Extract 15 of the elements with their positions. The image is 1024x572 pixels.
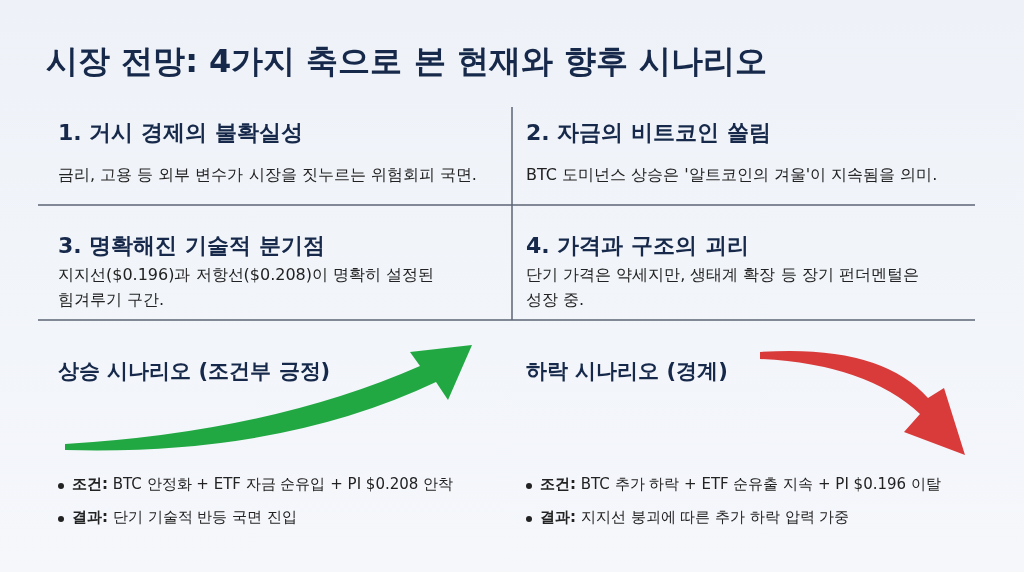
bullet-item: 결과: 단기 기술적 반등 국면 진입 xyxy=(72,508,297,527)
description-text: 지지선($0.196)과 저항선($0.208)이 명확히 설정된 힘겨루기 구간. xyxy=(58,264,436,311)
scenario-heading: 하락 시나리오 (경계) xyxy=(526,358,728,385)
section-heading: 3. 명확해진 기술적 분기점 xyxy=(58,232,325,260)
bullet-item: 결과: 지지선 붕괴에 따른 추가 하락 압력 가중 xyxy=(540,508,850,527)
title: 시장 전망: 4가지 축으로 본 현재와 향후 시나리오 xyxy=(46,41,768,82)
section-heading: 2. 자금의 비트코인 쏠림 xyxy=(526,119,771,147)
section-heading: 4. 가격과 구조의 괴리 xyxy=(526,232,749,260)
description-text: BTC 도미넌스 상승은 '알트코인의 겨울'이 지속됨을 의미. xyxy=(526,164,939,186)
section-heading: 1. 거시 경제의 불확실성 xyxy=(58,119,303,147)
bullet-item: 조건: BTC 추가 하락 + ETF 순유출 지속 + PI $0.196 이탈 xyxy=(540,475,941,494)
description-text: 단기 가격은 약세지만, 생태계 확장 등 장기 펀더멘털은 성장 중. xyxy=(526,264,920,311)
description-text: 금리, 고용 등 외부 변수가 시장을 짓누르는 위험회피 국면. xyxy=(58,164,478,186)
scenario-heading: 상승 시나리오 (조건부 긍정) xyxy=(58,358,331,385)
bullet-item: 조건: BTC 안정화 + ETF 자금 순유입 + PI $0.208 안착 xyxy=(72,475,454,494)
